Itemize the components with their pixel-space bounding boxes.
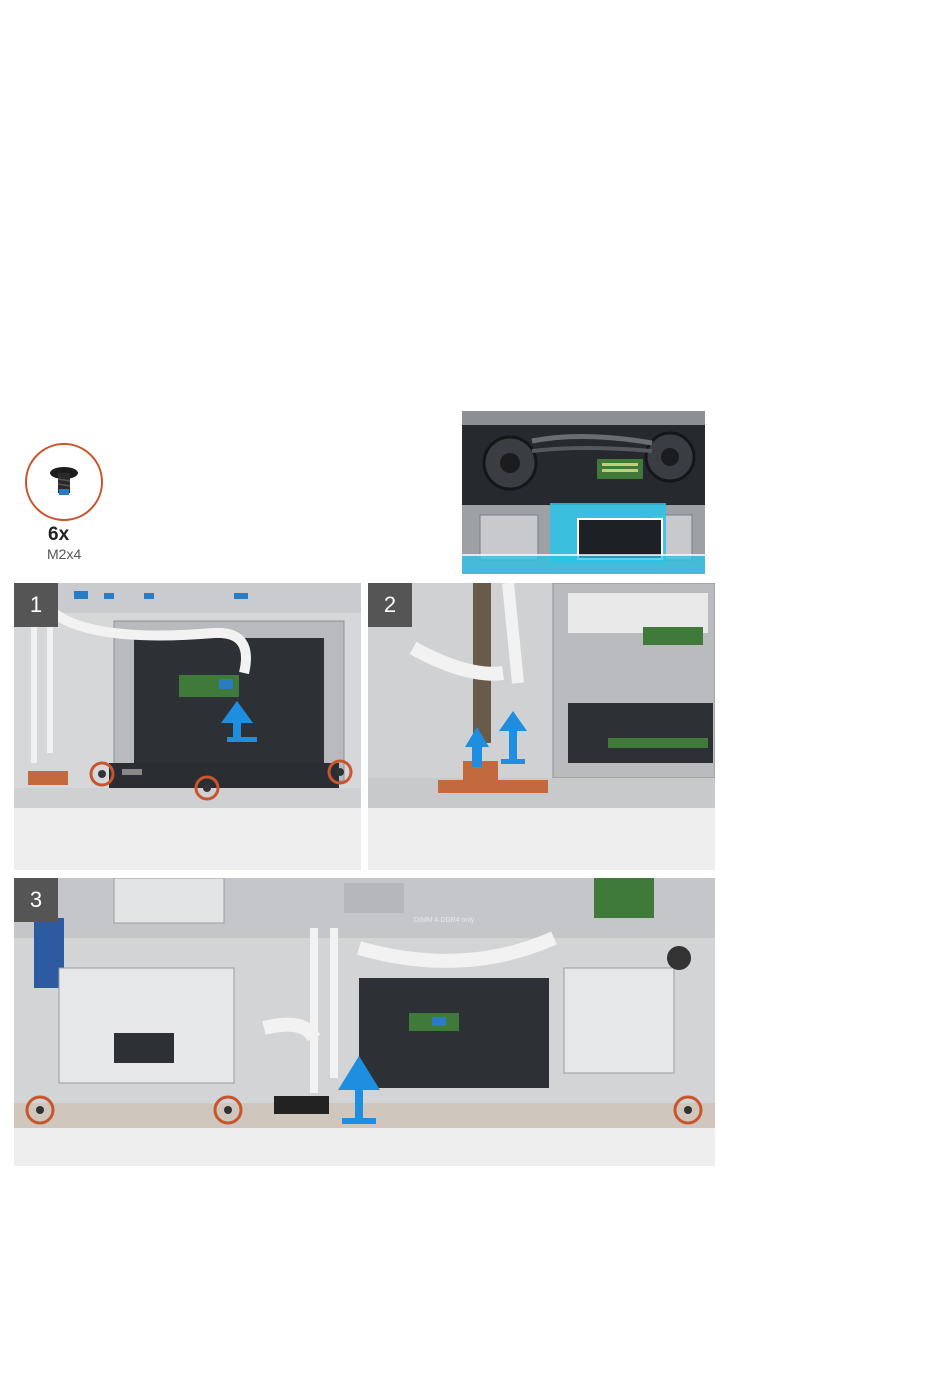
step-1-illustration [14, 583, 361, 870]
step-1-panel: 1 [14, 583, 361, 870]
screw-count: 6x [48, 524, 69, 546]
step-2-panel: 2 [368, 583, 715, 870]
screw-size: M2x4 [47, 546, 81, 562]
step-number-badge: 3 [14, 878, 58, 922]
dimm-label: DIMM A DDR4 only [414, 917, 475, 924]
step-number-badge: 2 [368, 583, 412, 627]
step-3-panel: DIMM A DDR4 only 3 [14, 878, 715, 1166]
step-3-illustration: DIMM A DDR4 only [14, 878, 715, 1166]
step-number-badge: 1 [14, 583, 58, 627]
screw-legend: 6x M2x4 [22, 440, 112, 570]
screw-icon [25, 443, 103, 521]
step-2-illustration [368, 583, 715, 870]
overview-thumbnail [462, 411, 705, 574]
